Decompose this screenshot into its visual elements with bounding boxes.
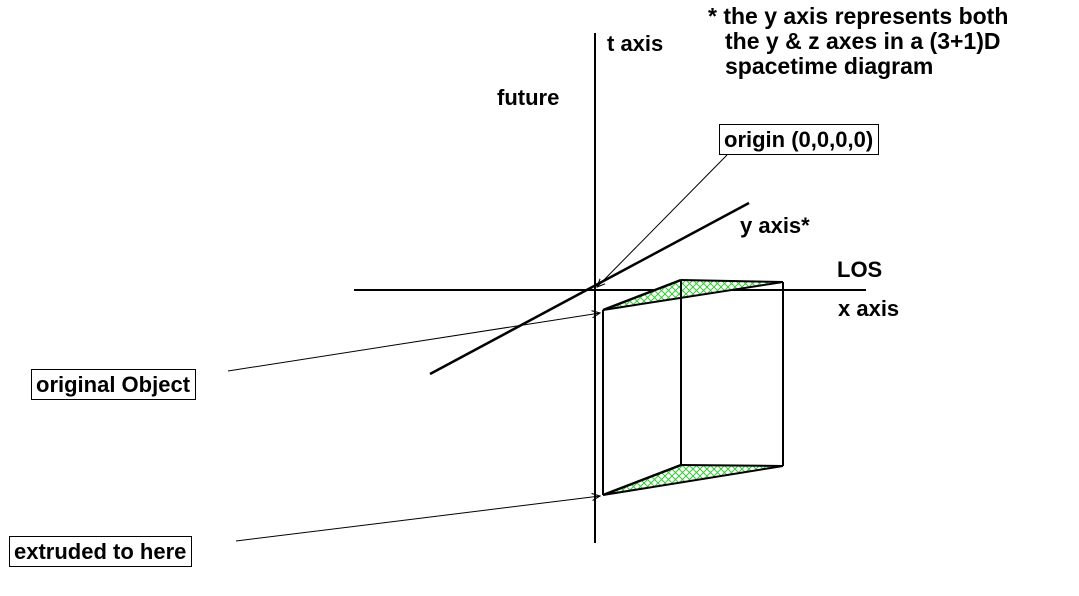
- y-axis-label: y axis*: [740, 213, 810, 238]
- x-axis-label: x axis: [838, 296, 900, 321]
- los-label: LOS: [837, 257, 883, 282]
- y-axis-line: [429, 201, 750, 376]
- original-object-leader-arrow: [227, 313, 600, 372]
- footnote: * the y axis represents both the y & z a…: [708, 4, 1008, 79]
- original-object-callout: original Object: [31, 369, 197, 401]
- footnote-line-1: * the y axis represents both: [708, 3, 1009, 29]
- extruded-callout: extruded to here: [9, 536, 193, 568]
- extruded-leader-arrow: [235, 496, 600, 542]
- t-axis-label: t axis: [607, 31, 664, 56]
- origin-leader-arrow: [597, 154, 728, 287]
- footnote-line-2: the y & z axes in a (3+1)D: [725, 28, 1001, 54]
- future-label: future: [497, 85, 560, 110]
- extruded-object: [602, 278, 784, 497]
- footnote-line-3: spacetime diagram: [725, 53, 934, 79]
- origin-callout: origin (0,0,0,0): [719, 124, 880, 156]
